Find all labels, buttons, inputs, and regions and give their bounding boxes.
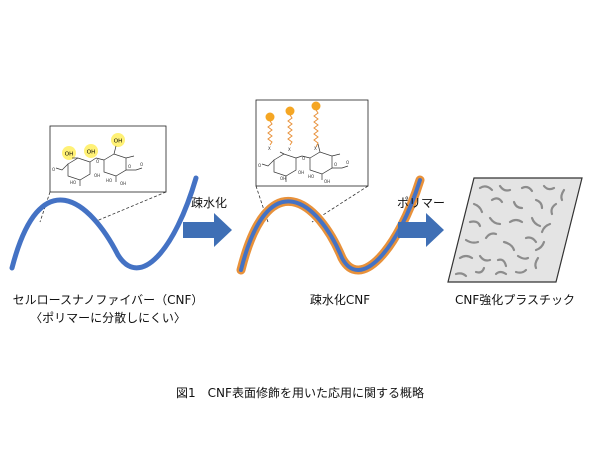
svg-text:OH: OH	[280, 176, 286, 181]
svg-text:O: O	[52, 167, 55, 172]
svg-text:O: O	[302, 156, 305, 161]
modified-structure-icon: X X X O OH OH O H	[255, 99, 369, 187]
arrow-polymer	[398, 213, 444, 247]
hydroxyl-highlights	[62, 133, 125, 160]
svg-text:O: O	[128, 164, 131, 169]
plastic-block	[447, 177, 583, 283]
svg-text:X: X	[288, 147, 291, 152]
cnf-dispersion-note: 〈ポリマーに分散しにくい〉	[30, 311, 186, 325]
svg-text:O: O	[140, 162, 143, 167]
dispersed-fibers	[454, 184, 566, 278]
zoom-line	[93, 191, 167, 223]
hydrophobization-label: 疎水化	[190, 196, 227, 210]
svg-text:HO: HO	[308, 174, 314, 179]
svg-text:O: O	[96, 159, 99, 164]
oh-highlight	[84, 144, 98, 158]
hydrophobic-head	[265, 112, 275, 122]
figure-caption: 図1 CNF表面修飾を用いた応用に関する概略	[176, 386, 424, 400]
linker-x-labels: X X X	[268, 146, 317, 152]
svg-text:OH: OH	[324, 179, 330, 184]
alkyl-chains	[267, 109, 319, 148]
svg-text:HO: HO	[70, 180, 76, 185]
cnf-fiber-curve	[239, 178, 422, 272]
cnf-stage: OH OH OH O HO OH O	[9, 125, 199, 271]
hydrophobic-head	[311, 101, 321, 111]
svg-text:OH: OH	[120, 181, 126, 186]
svg-text:O: O	[334, 162, 337, 167]
svg-text:OH: OH	[94, 173, 100, 178]
svg-text:HO: HO	[106, 178, 112, 183]
svg-text:OH: OH	[298, 170, 304, 175]
composite-plastic-icon	[447, 177, 583, 283]
hydrophobic-cnf-stage: X X X O OH OH O H	[236, 99, 425, 275]
cnf-plastic-label: CNF強化プラスチック	[454, 293, 576, 307]
hydrophobic-coating	[236, 175, 425, 275]
oh-highlight	[111, 133, 125, 147]
oh-highlight	[62, 146, 76, 160]
oh-label: OH	[114, 139, 122, 145]
svg-text:X: X	[268, 146, 271, 151]
svg-text:X: X	[314, 146, 317, 151]
hydrophobic-head	[285, 106, 295, 116]
svg-text:O: O	[346, 160, 349, 165]
oh-label: OH	[87, 150, 95, 156]
cellulose-structure-icon: OH OH OH O HO OH O	[49, 125, 167, 193]
hydrophobic-cnf-label: 疎水化CNF	[309, 293, 371, 307]
arrow-right-icon	[398, 213, 444, 247]
arrow-right-icon	[183, 213, 232, 247]
cnf-label: セルロースナノファイバー（CNF）	[12, 293, 204, 307]
cnf-fiber-curve	[9, 175, 199, 271]
svg-text:O: O	[258, 163, 261, 168]
arrow-hydrophobization	[183, 213, 232, 247]
oh-label: OH	[65, 152, 73, 158]
glucose-rings	[55, 145, 143, 186]
polymer-label: ポリマー	[396, 196, 445, 210]
structure-atom-labels: O HO OH O OH O O HO	[52, 159, 143, 186]
glucose-rings	[261, 143, 349, 182]
structure-atom-labels: O OH OH O HO OH O O	[258, 156, 349, 184]
